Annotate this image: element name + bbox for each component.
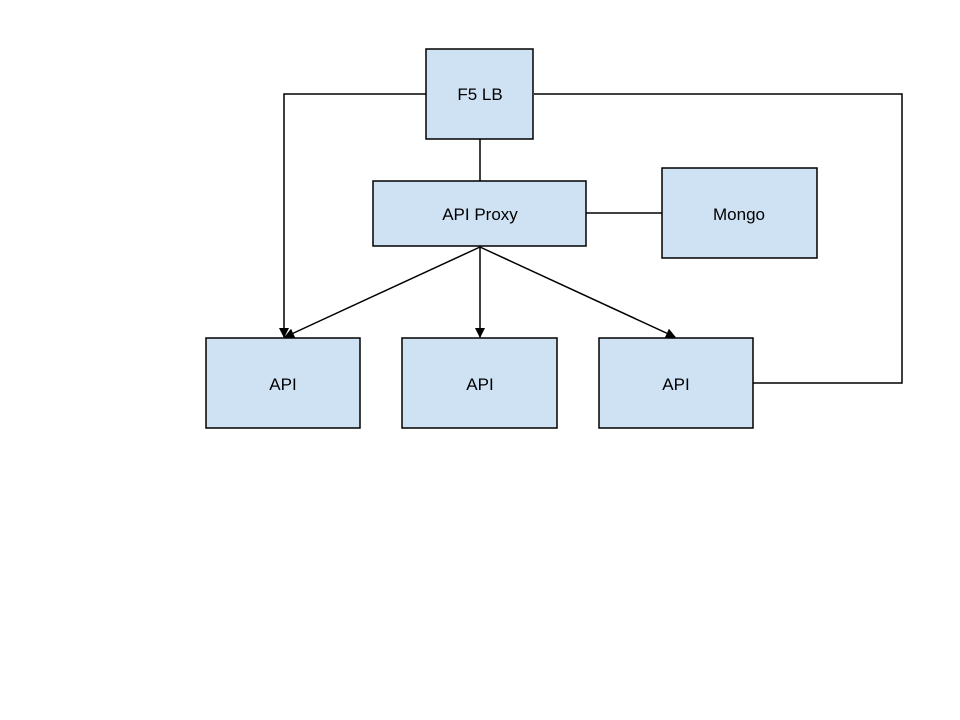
node-api-left-box <box>205 337 361 429</box>
edge-proxy-to-api-left <box>284 246 481 338</box>
node-f5-lb-label: F5 LB <box>457 85 502 104</box>
node-api-right: API <box>598 337 754 429</box>
node-api-proxy: API Proxy <box>372 180 587 247</box>
node-api-right-box <box>598 337 754 429</box>
edge-f5lb-to-api-left <box>279 93 426 338</box>
node-f5-lb-box <box>425 48 534 140</box>
node-api-proxy-label: API Proxy <box>442 205 518 224</box>
node-api-proxy-box <box>372 180 587 247</box>
node-f5-lb: F5 LB <box>425 48 534 140</box>
node-mongo: Mongo <box>661 167 818 259</box>
node-api-middle-box <box>401 337 558 429</box>
node-api-middle-label: API <box>466 375 493 394</box>
node-mongo-label: Mongo <box>713 205 765 224</box>
node-api-middle: API <box>401 337 558 429</box>
node-api-right-label: API <box>662 375 689 394</box>
edge-f5lb-to-api-right <box>534 93 903 384</box>
node-api-left-label: API <box>269 375 296 394</box>
edge-proxy-to-api-right <box>479 246 676 338</box>
node-api-left: API <box>205 337 361 429</box>
node-mongo-box <box>661 167 818 259</box>
